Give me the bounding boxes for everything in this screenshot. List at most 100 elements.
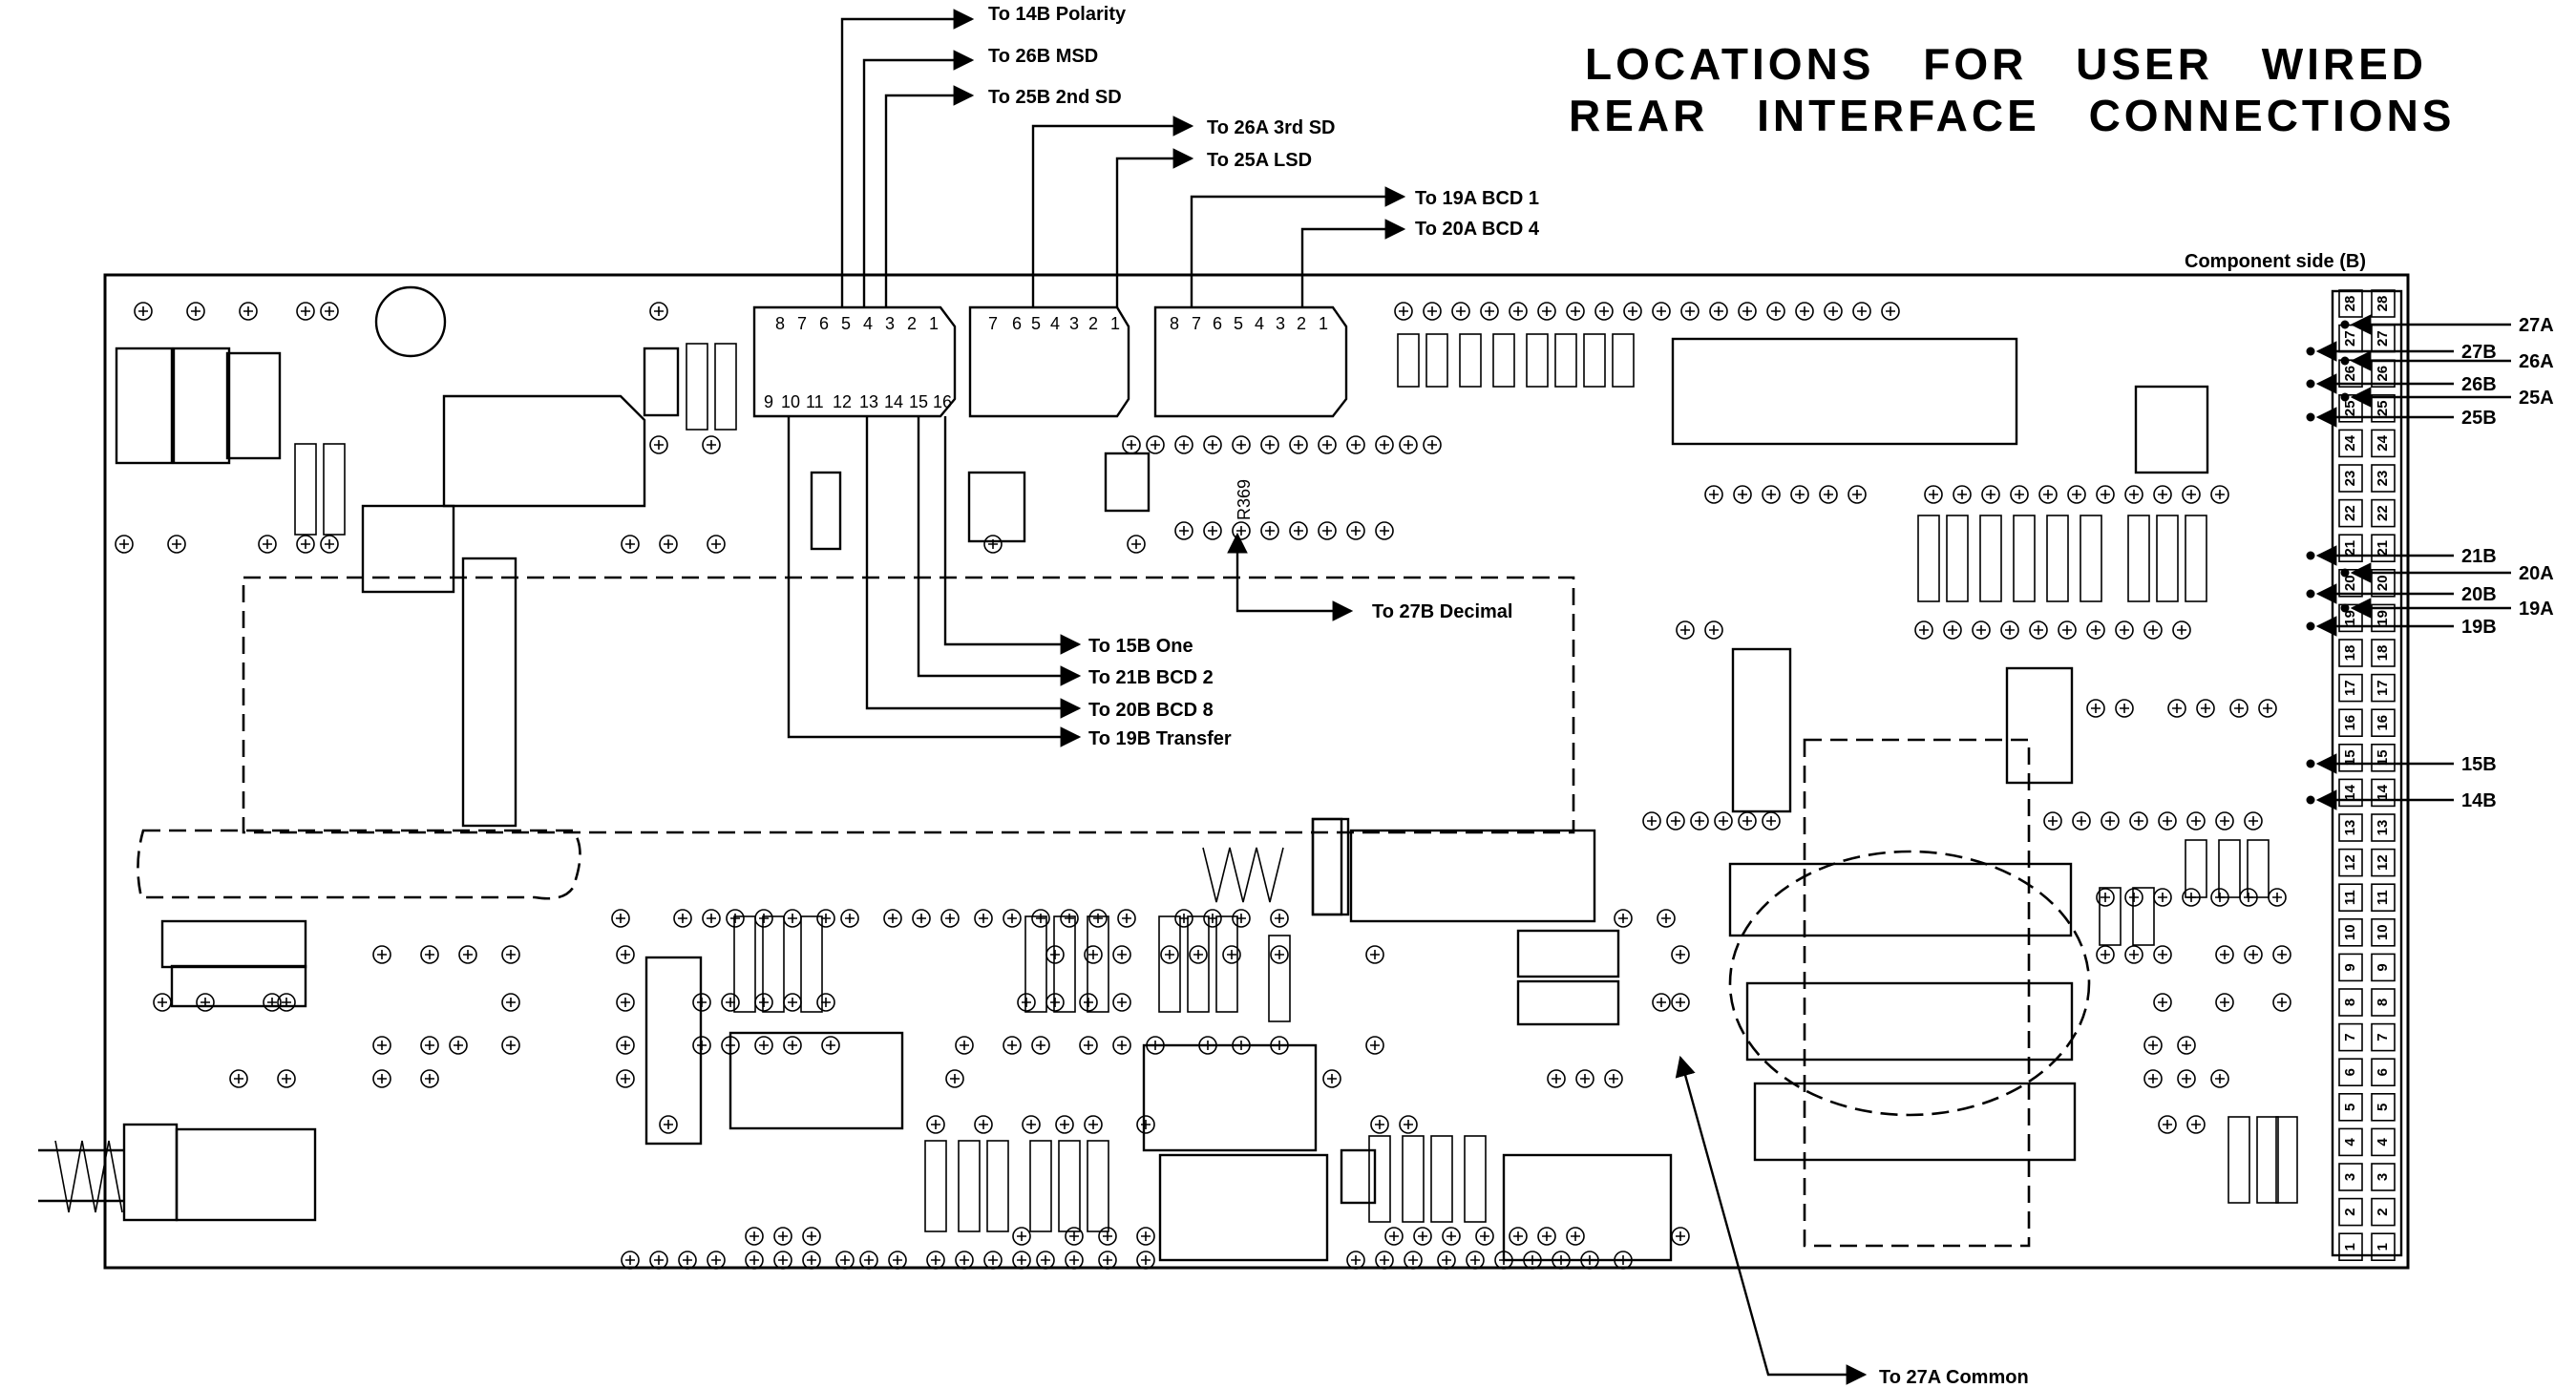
resistor (2099, 887, 2122, 946)
solder-pad-cross (191, 306, 201, 316)
solder-pad (258, 535, 277, 554)
solder-pad-cross (1236, 526, 1246, 536)
solder-pad (2177, 1036, 2196, 1055)
solder-pad (1017, 993, 1036, 1012)
edge-pin-number: 17 (2375, 680, 2391, 696)
edge-pin-box (2338, 464, 2363, 493)
solder-pad (2038, 485, 2058, 504)
solder-pad-cross (1103, 1255, 1112, 1265)
resistor (1979, 515, 2002, 602)
solder-pad-cross (1695, 816, 1704, 826)
solder-pad (1733, 485, 1752, 504)
edge-pin-number: 23 (2342, 471, 2358, 487)
solder-pad (616, 1036, 635, 1055)
solder-pad (621, 535, 640, 554)
solder-pad (835, 1251, 855, 1270)
edge-pin-number: 5 (2342, 1104, 2358, 1111)
resistor (2132, 887, 2155, 946)
solder-pad (320, 535, 339, 554)
solder-pad-cross (243, 306, 253, 316)
solder-pad-cross (945, 914, 955, 923)
solder-pad-cross (893, 1255, 902, 1265)
solder-pad-cross (788, 1041, 797, 1050)
ic-u3-top-pin: 1 (1319, 314, 1328, 333)
edge-callout-label: 26A (2519, 351, 2554, 372)
solder-pad (320, 302, 339, 321)
solder-pad (707, 1251, 726, 1270)
solder-pad (1404, 1251, 1423, 1270)
resistor (1946, 515, 1969, 602)
solder-pad-cross (1676, 950, 1685, 959)
ic-u1-top-pin: 4 (863, 314, 873, 333)
solder-pad-cross (1714, 306, 1723, 316)
edge-pin-number: 3 (2342, 1173, 2358, 1181)
callout-20b-bcd-8: To 20B BCD 8 (1088, 700, 1214, 721)
solder-pad (1953, 485, 1972, 504)
solder-pad-cross (2249, 816, 2258, 826)
edge-pin-number: 3 (2375, 1173, 2391, 1181)
edge-pin-box (2371, 778, 2396, 808)
solder-pad-cross (1322, 440, 1332, 450)
resistor (1492, 333, 1515, 388)
edge-contact-dot (2306, 412, 2315, 422)
ic-u1-bottom-pin: 14 (884, 392, 903, 411)
solder-pad-cross (158, 998, 167, 1007)
solder-pad-cross (1103, 1231, 1112, 1241)
solder-pad (1079, 1036, 1098, 1055)
solder-pad (2124, 485, 2143, 504)
solder-pad-cross (506, 1041, 516, 1050)
solder-pad-cross (840, 1255, 850, 1265)
edge-pin-box (2371, 1163, 2396, 1191)
ic-u3-top-pin: 5 (1234, 314, 1243, 333)
solder-pad-cross (1208, 526, 1217, 536)
solder-pad-cross (1370, 1041, 1380, 1050)
solder-pad (721, 1036, 740, 1055)
solder-pad (1031, 909, 1050, 928)
solder-pad (296, 535, 315, 554)
resistor (1425, 333, 1448, 388)
solder-pad-cross (1275, 1041, 1284, 1050)
solder-pad-cross (1513, 306, 1523, 316)
edge-callout-label: 25B (2461, 408, 2497, 429)
solder-pad (186, 302, 205, 321)
solder-pad-cross (2048, 816, 2058, 826)
resistor-r369-label: R369 (1235, 479, 1254, 520)
ic-u1-bottom-pin: 15 (909, 392, 928, 411)
edge-pin-box (2371, 1022, 2396, 1052)
solder-pad (1509, 1227, 1528, 1246)
solder-pad (134, 302, 153, 321)
solder-pad (1537, 302, 1556, 321)
solder-pad (1289, 521, 1308, 540)
solder-pad-cross (1236, 1041, 1246, 1050)
edge-pin-number: 24 (2375, 434, 2391, 451)
resistor (1268, 935, 1291, 1022)
solder-pad-cross (1657, 306, 1666, 316)
callout-27b-decimal: To 27B Decimal (1372, 601, 1512, 622)
edge-contact-dot (2306, 621, 2315, 631)
solder-pad-cross (1131, 539, 1141, 549)
edge-contact-dot (2306, 347, 2315, 356)
solder-pad-cross (1380, 1255, 1389, 1265)
solder-pad-cross (2005, 625, 2015, 635)
solder-pad-cross (625, 1255, 635, 1265)
solder-pad (726, 909, 745, 928)
solder-pad (1762, 485, 1781, 504)
edge-pin-box (2371, 988, 2396, 1017)
solder-pad (1714, 811, 1733, 831)
solder-pad-cross (654, 1255, 664, 1265)
solder-pad (1819, 485, 1838, 504)
solder-pad (1537, 1227, 1556, 1246)
solder-pad-cross (2101, 490, 2110, 499)
resistor (1058, 1140, 1081, 1232)
edge-callout-label: 14B (2461, 790, 2497, 811)
solder-pad-cross (1151, 1041, 1160, 1050)
solder-pad (840, 909, 859, 928)
edge-callout-label: 20A (2519, 563, 2554, 584)
edge-pin-number: 15 (2342, 749, 2358, 766)
solder-pad (1671, 945, 1690, 964)
solder-pad (1203, 909, 1222, 928)
edge-pin-box (2371, 673, 2396, 703)
solder-pad-cross (2120, 704, 2129, 713)
solder-pad (420, 945, 439, 964)
solder-pad-cross (2234, 704, 2244, 713)
